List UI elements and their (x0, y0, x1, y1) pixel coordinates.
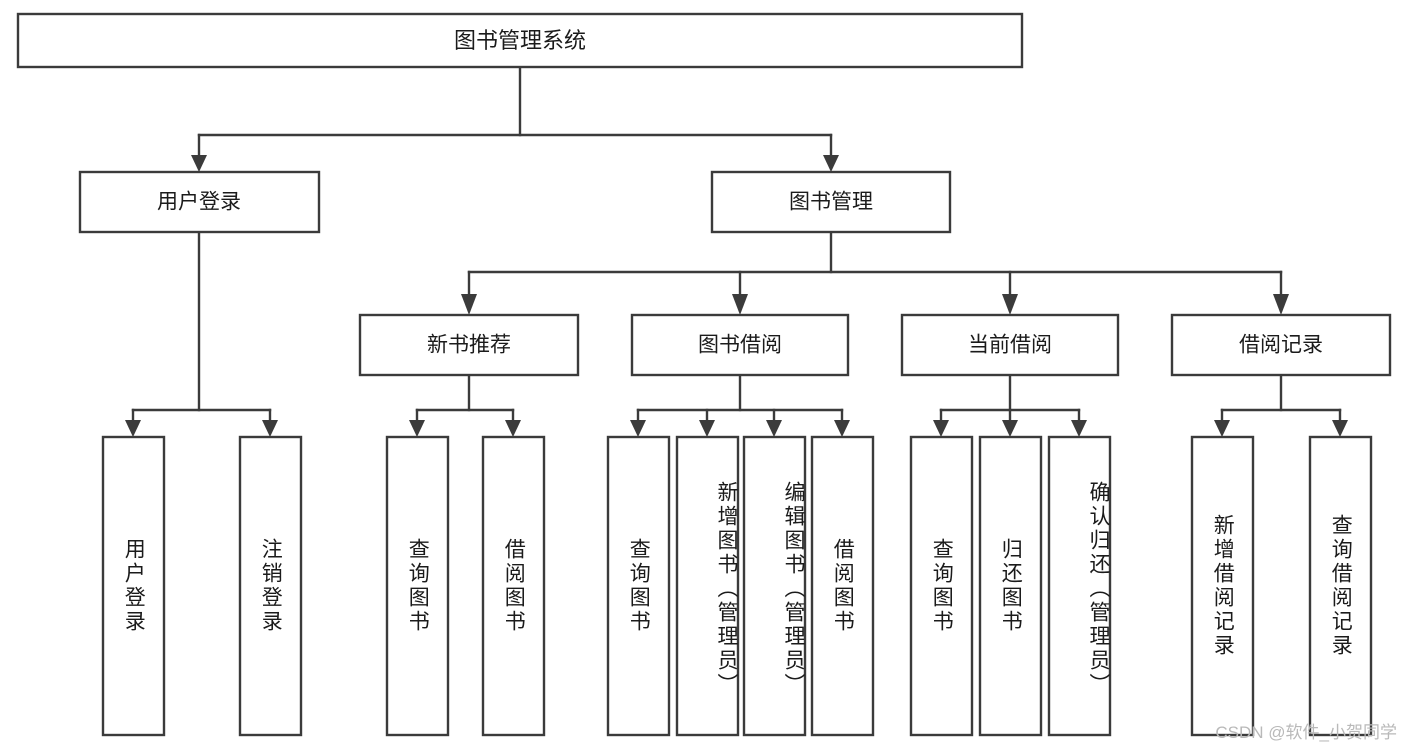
leaf-box-logout[interactable] (238, 435, 303, 737)
node-book-management-rect[interactable] (710, 170, 952, 234)
leaf-box-borrow-lend[interactable] (810, 435, 875, 737)
arrow-head-icon (191, 155, 207, 172)
connectors-layer (125, 65, 1348, 437)
leaf-box-current-query[interactable] (909, 435, 974, 737)
arrow-head-icon (1002, 294, 1018, 315)
arrow-head-icon (732, 294, 748, 315)
arrow-head-icon (1214, 420, 1230, 437)
node-new-book-recommend-label: 新书推荐 (427, 334, 511, 357)
leaf-box-user-login[interactable] (101, 435, 166, 737)
arrow-head-icon (766, 420, 782, 437)
leaf-box-borrow-query[interactable] (606, 435, 671, 737)
node-current-borrow[interactable]: 当前借阅 (900, 313, 1120, 377)
node-user-login-rect[interactable] (78, 170, 321, 234)
leaf-box-newbook-borrow[interactable] (481, 435, 546, 737)
watermark-text: CSDN @软件_小贺同学 (1215, 723, 1397, 742)
node-current-borrow-label: 当前借阅 (968, 334, 1052, 357)
nodes-layer: 图书管理系统 用户登录 图书管理 新书推荐 图书借阅 (16, 12, 1392, 737)
arrow-head-icon (505, 420, 521, 437)
arrow-head-icon (1071, 420, 1087, 437)
leaf-box-current-return[interactable] (978, 435, 1043, 737)
leaf-box-current-confirm[interactable] (1047, 435, 1112, 737)
node-new-book-recommend-rect[interactable] (358, 313, 580, 377)
node-book-borrow[interactable]: 图书借阅 (630, 313, 850, 377)
leaf-box-record-query[interactable] (1308, 435, 1373, 737)
leaf-box-borrow-edit[interactable] (742, 435, 807, 737)
node-book-management-label: 图书管理 (789, 191, 873, 214)
node-root[interactable]: 图书管理系统 (16, 12, 1024, 69)
node-borrow-record[interactable]: 借阅记录 (1170, 313, 1392, 377)
arrow-head-icon (1002, 420, 1018, 437)
leaf-box-borrow-add[interactable] (675, 435, 740, 737)
arrow-head-icon (699, 420, 715, 437)
arrow-head-icon (1332, 420, 1348, 437)
node-book-management[interactable]: 图书管理 (710, 170, 952, 234)
leaf-box-newbook-query[interactable] (385, 435, 450, 737)
node-borrow-record-label: 借阅记录 (1239, 334, 1323, 357)
node-borrow-record-rect[interactable] (1170, 313, 1392, 377)
leaf-box-record-add[interactable] (1190, 435, 1255, 737)
arrow-head-icon (630, 420, 646, 437)
arrow-head-icon (823, 155, 839, 172)
node-book-borrow-rect[interactable] (630, 313, 850, 377)
node-user-login[interactable]: 用户登录 (78, 170, 321, 234)
arrow-head-icon (125, 420, 141, 437)
arrow-head-icon (933, 420, 949, 437)
node-current-borrow-rect[interactable] (900, 313, 1120, 377)
node-root-rect[interactable] (16, 12, 1024, 69)
arrow-head-icon (461, 294, 477, 315)
node-user-login-label: 用户登录 (157, 191, 241, 214)
node-book-borrow-label: 图书借阅 (698, 334, 782, 357)
arrow-head-icon (834, 420, 850, 437)
arrow-head-icon (409, 420, 425, 437)
node-new-book-recommend[interactable]: 新书推荐 (358, 313, 580, 377)
node-root-label: 图书管理系统 (454, 28, 586, 53)
arrow-head-icon (262, 420, 278, 437)
arrow-head-icon (1273, 294, 1289, 315)
